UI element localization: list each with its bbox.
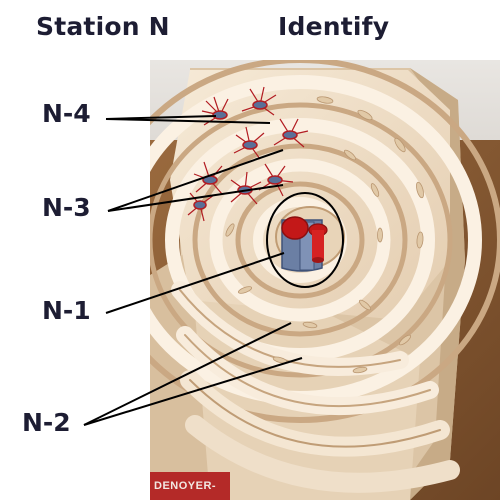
highlight-circle [266, 192, 344, 288]
label-n2: N-2 [22, 408, 71, 437]
brand-sticker [150, 472, 230, 500]
label-n1: N-1 [42, 296, 91, 325]
osteon-model-photo [150, 60, 500, 500]
label-n3: N-3 [42, 193, 91, 222]
brand-text: DENOYER- [154, 480, 217, 492]
identify-instruction: Identify [278, 12, 390, 41]
label-n4: N-4 [42, 99, 91, 128]
lacunae [225, 96, 424, 374]
central-canal [275, 206, 345, 272]
station-title: Station N [36, 12, 170, 41]
